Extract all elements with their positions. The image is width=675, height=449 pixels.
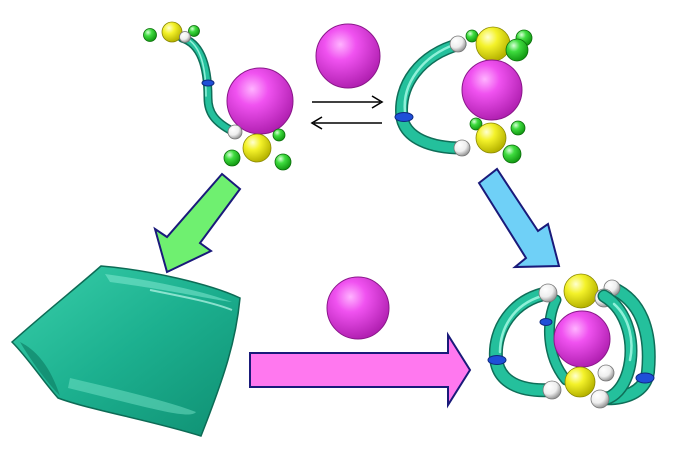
free-metal-ion-top: [315, 23, 381, 89]
cage-complex: [487, 273, 656, 409]
macrocycle-complex: [394, 26, 533, 164]
green-arrow: [153, 172, 242, 274]
free-metal-ion-bottom: [326, 276, 390, 340]
equilibrium-forward-arrow: [312, 95, 384, 109]
equilibrium-arrows: [310, 95, 384, 130]
magenta-arrow: [249, 331, 472, 409]
equilibrium-reverse-arrow: [310, 116, 382, 130]
blue-arrow: [477, 167, 561, 269]
polymer-film: [10, 265, 241, 437]
open-ligand-complex: [143, 21, 294, 171]
